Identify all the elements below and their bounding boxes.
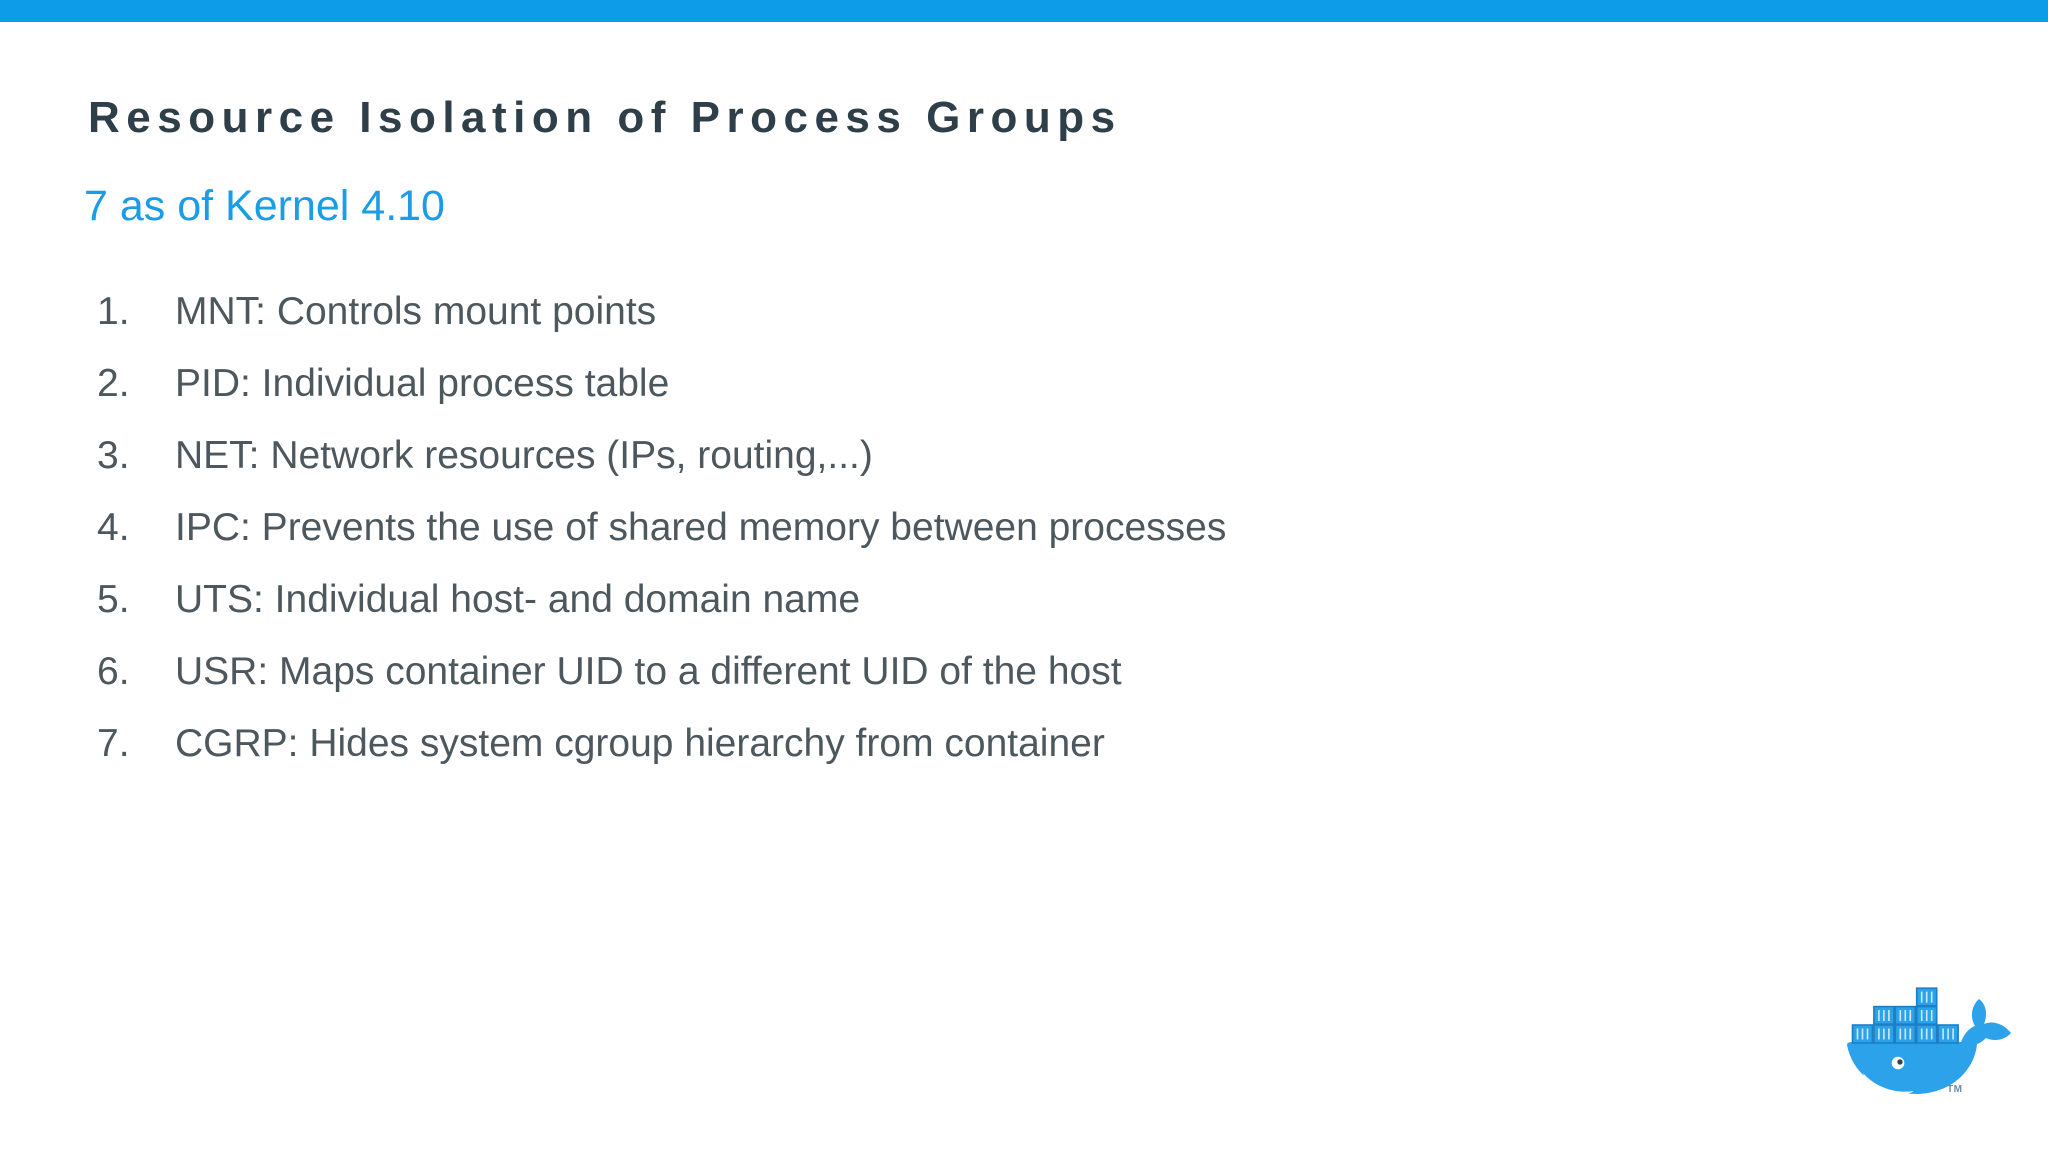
list-item-number: 7. [97,722,130,765]
list-item-number: 4. [97,506,130,549]
trademark-label: TM [1947,1084,1963,1095]
list-item-number: 6. [97,650,130,693]
list-item-number: 5. [97,578,130,621]
docker-logo: TM [1843,983,2028,1103]
docker-whale-icon [1847,987,2011,1096]
slide-subtitle: 7 as of Kernel 4.10 [84,182,445,230]
list-item-number: 1. [97,290,130,333]
slide-title: Resource Isolation of Process Groups [88,93,1122,142]
list-item: 2. PID: Individual process table [97,348,1226,420]
list-item-text: USR: Maps container UID to a different U… [175,650,1122,693]
list-item-text: IPC: Prevents the use of shared memory b… [175,506,1227,549]
list-item: 7. CGRP: Hides system cgroup hierarchy f… [97,708,1226,780]
list-item-text: PID: Individual process table [175,362,670,405]
list-item: 3. NET: Network resources (IPs, routing,… [97,420,1226,492]
top-accent-bar [0,0,2048,22]
list-item-number: 3. [97,434,130,477]
namespace-list: 1. MNT: Controls mount points 2. PID: In… [97,276,1226,780]
list-item: 4. IPC: Prevents the use of shared memor… [97,492,1226,564]
list-item-text: UTS: Individual host- and domain name [175,578,861,621]
list-item: 5. UTS: Individual host- and domain name [97,564,1226,636]
list-item: 6. USR: Maps container UID to a differen… [97,636,1226,708]
list-item-text: MNT: Controls mount points [175,290,657,333]
list-item-text: CGRP: Hides system cgroup hierarchy from… [175,722,1105,765]
list-item: 1. MNT: Controls mount points [97,276,1226,348]
list-item-number: 2. [97,362,130,405]
list-item-text: NET: Network resources (IPs, routing,...… [175,434,873,477]
